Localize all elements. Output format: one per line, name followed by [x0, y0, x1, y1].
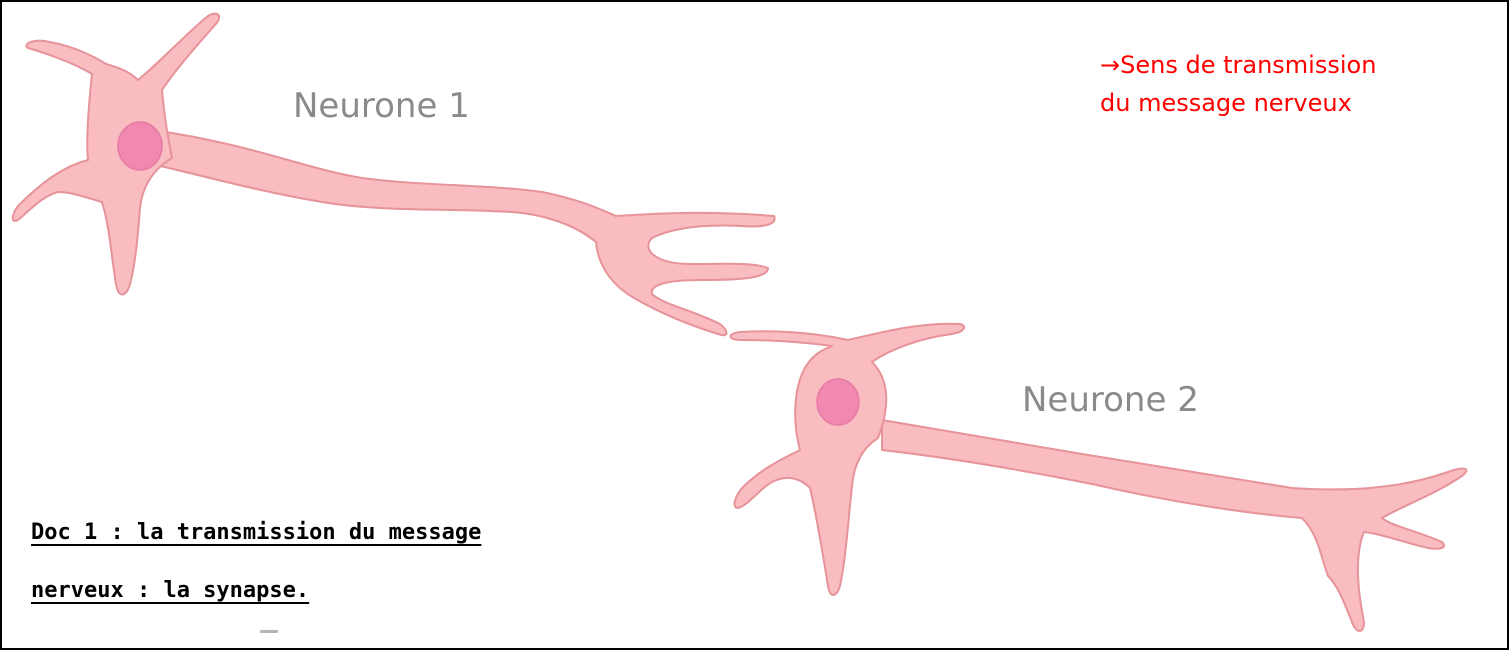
neuron-1-axon	[152, 130, 775, 335]
document-caption: Doc 1 : la transmission du message nerve…	[31, 504, 481, 620]
neuron-1-label: Neurone 1	[293, 86, 470, 126]
neuron-2-nucleus	[817, 379, 859, 425]
direction-note-line-2: du message nerveux	[1100, 84, 1376, 122]
neuron-2-axon	[882, 420, 1466, 631]
neuron-2-soma	[730, 324, 964, 595]
caption-line-1: Doc 1 : la transmission du message	[31, 504, 481, 562]
transmission-direction-note: →Sens de transmission du message nerveux	[1100, 46, 1376, 122]
arrow-right-icon: →	[1100, 51, 1120, 79]
neuron-1	[13, 14, 775, 336]
stray-mark	[260, 630, 278, 633]
neuron-1-nucleus	[118, 122, 162, 170]
caption-line-2: nerveux : la synapse.	[31, 562, 481, 620]
direction-note-text-1: Sens de transmission	[1120, 51, 1376, 79]
neuron-2-label: Neurone 2	[1022, 380, 1199, 420]
direction-note-line-1: →Sens de transmission	[1100, 46, 1376, 84]
neuron-2	[730, 324, 1466, 631]
